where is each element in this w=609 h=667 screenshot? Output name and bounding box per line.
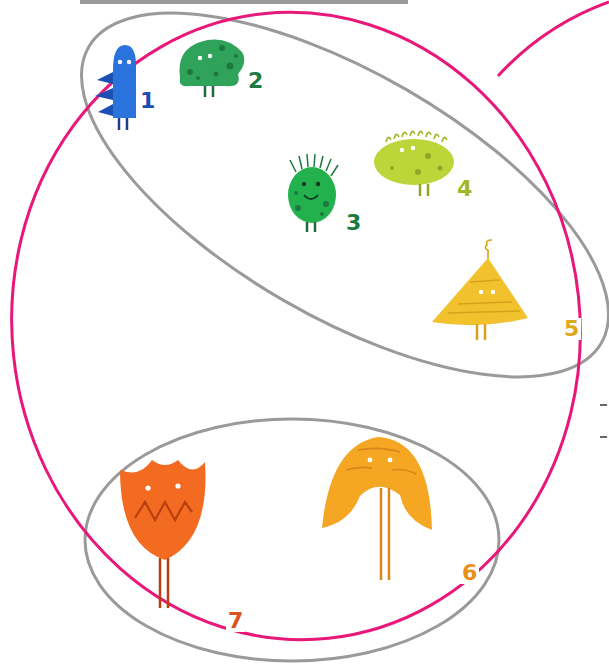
callout-number: 1 <box>138 90 157 112</box>
edge-mark <box>600 436 607 438</box>
creature-6 <box>322 437 432 580</box>
creature-1 <box>95 45 136 130</box>
creature-7 <box>120 460 206 608</box>
creature-4 <box>374 131 454 196</box>
callout-number: 6 <box>460 562 479 584</box>
outline-tail <box>498 2 609 76</box>
creature-2 <box>179 40 244 97</box>
callout-number: 7 <box>226 610 245 632</box>
callout-number: 4 <box>455 178 474 200</box>
group-outline <box>28 0 609 449</box>
creature-5 <box>432 240 528 340</box>
callout-number: 2 <box>246 70 265 92</box>
edge-mark <box>600 404 607 406</box>
group-outline <box>85 419 499 661</box>
callout-number: 5 <box>562 318 581 340</box>
top-rule <box>80 0 408 4</box>
callout-number: 3 <box>344 212 363 234</box>
creature-3 <box>288 154 338 232</box>
